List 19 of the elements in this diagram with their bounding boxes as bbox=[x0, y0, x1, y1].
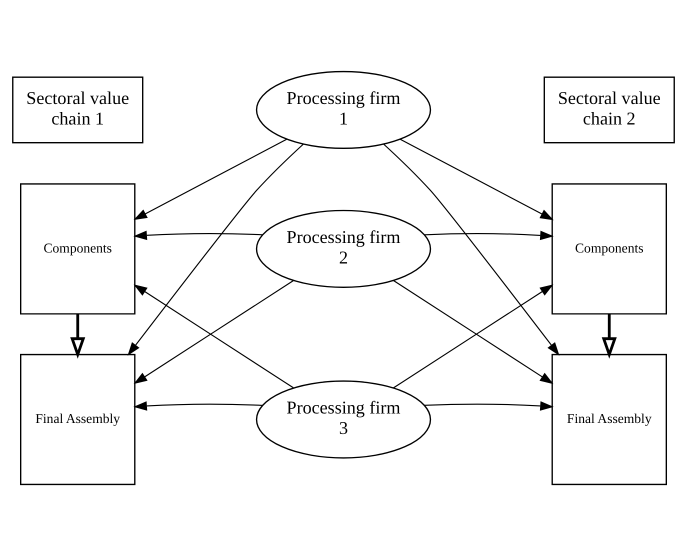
node-box: Sectoral value chain 2 bbox=[544, 76, 675, 144]
arrow bbox=[602, 314, 617, 359]
arrow bbox=[383, 144, 560, 356]
node-box: Components bbox=[552, 183, 667, 315]
node-box: Components bbox=[20, 183, 136, 315]
node-box: Final Assembly bbox=[552, 354, 667, 486]
arrow bbox=[424, 230, 554, 240]
node-box: Final Assembly bbox=[20, 354, 136, 486]
node-box: Sectoral value chain 1 bbox=[12, 76, 144, 144]
arrow bbox=[133, 401, 263, 411]
arrow bbox=[400, 138, 554, 220]
node-ellipse: Processing firm 1 bbox=[256, 70, 432, 150]
arrow bbox=[134, 138, 287, 220]
arrow bbox=[133, 230, 263, 240]
node-ellipse: Processing firm 3 bbox=[256, 380, 432, 459]
arrow bbox=[424, 401, 554, 411]
arrow bbox=[70, 314, 86, 359]
node-ellipse: Processing firm 2 bbox=[256, 210, 432, 288]
arrow bbox=[128, 144, 304, 356]
